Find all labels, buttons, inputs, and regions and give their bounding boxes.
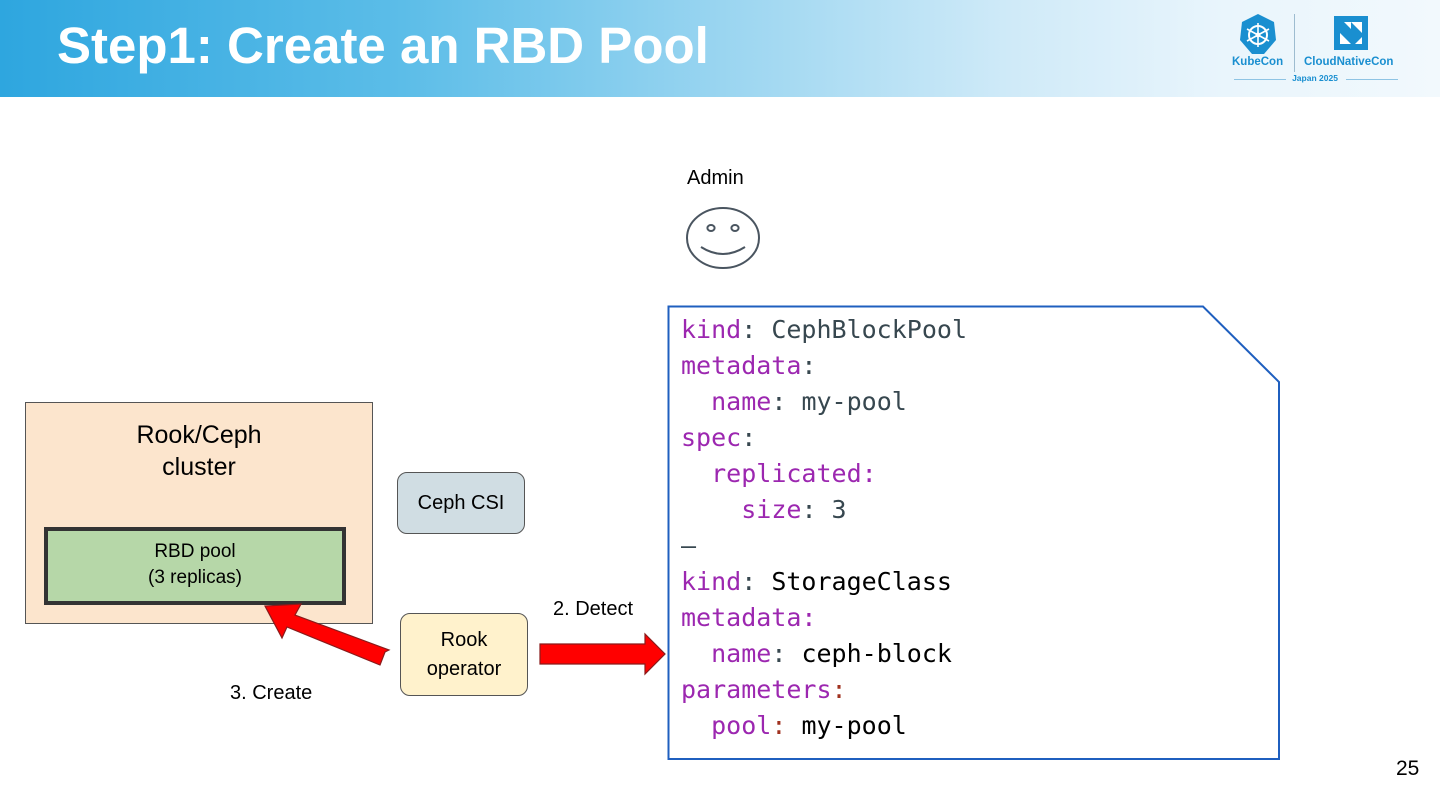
rook-operator-box: Rook operator xyxy=(400,613,528,696)
yaml-key: metadata: xyxy=(681,603,817,632)
event-line-left xyxy=(1234,79,1286,80)
yaml-line: metadata: xyxy=(681,600,1271,636)
yaml-value: CephBlockPool xyxy=(771,315,967,344)
event-line-right xyxy=(1346,79,1398,80)
logo-divider xyxy=(1294,14,1295,72)
yaml-key: kind xyxy=(681,315,742,344)
yaml-line: kind: StorageClass xyxy=(681,564,1271,600)
yaml-separator: : xyxy=(741,423,757,452)
cluster-label: Rook/Ceph cluster xyxy=(136,421,262,481)
detect-step-label: 2. Detect xyxy=(553,598,634,620)
yaml-indent xyxy=(681,639,711,668)
yaml-line: name: ceph-block xyxy=(681,636,1271,672)
yaml-indent xyxy=(681,711,711,740)
cloudnativecon-logo-text: CloudNativeCon xyxy=(1304,56,1394,68)
yaml-key: metadata xyxy=(681,351,802,380)
detect-arrow xyxy=(539,632,666,676)
admin-label: Admin xyxy=(687,167,744,189)
rook-operator-label: Rook operator xyxy=(426,628,502,680)
yaml-line: size: 3 xyxy=(681,492,1271,528)
yaml-key: spec xyxy=(681,423,742,452)
yaml-line: name: my-pool xyxy=(681,384,1271,420)
ceph-csi-box: Ceph CSI xyxy=(397,472,525,534)
yaml-line: replicated: xyxy=(681,456,1271,492)
yaml-separator: : xyxy=(771,711,802,740)
yaml-value: 3 xyxy=(831,495,847,524)
yaml-value: StorageClass xyxy=(771,567,952,596)
yaml-indent xyxy=(681,387,711,416)
yaml-key: parameters xyxy=(681,675,832,704)
admin-smiley-icon xyxy=(686,207,760,269)
slide-title: Step1: Create an RBD Pool xyxy=(57,17,709,74)
yaml-key: replicated: xyxy=(711,459,877,488)
yaml-separator: : xyxy=(771,387,802,416)
page-number: 25 xyxy=(1396,757,1420,780)
yaml-value: — xyxy=(681,531,697,560)
yaml-key: name xyxy=(711,387,772,416)
rbd-pool-box: RBD pool (3 replicas) xyxy=(44,527,346,605)
yaml-key: name xyxy=(711,639,772,668)
yaml-indent xyxy=(681,495,741,524)
rook-ceph-cluster-box: Rook/Ceph cluster RBD pool (3 replicas) xyxy=(25,402,373,624)
yaml-separator: : xyxy=(801,351,817,380)
cloudnativecon-logo-icon xyxy=(1334,16,1368,50)
yaml-value: ceph-block xyxy=(801,639,952,668)
title-banner xyxy=(0,0,1440,97)
yaml-separator: : xyxy=(771,639,802,668)
yaml-value: my-pool xyxy=(801,387,907,416)
yaml-key: kind xyxy=(681,567,742,596)
yaml-separator: : xyxy=(831,675,847,704)
event-label: Japan 2025 xyxy=(1292,73,1338,83)
yaml-key: size xyxy=(741,495,802,524)
yaml-document-frame xyxy=(667,305,1280,760)
yaml-separator: : xyxy=(741,315,772,344)
ceph-csi-label: Ceph CSI xyxy=(417,491,505,514)
yaml-indent xyxy=(681,459,711,488)
yaml-line: pool: my-pool xyxy=(681,708,1271,744)
yaml-separator: : xyxy=(801,495,832,524)
yaml-key: pool xyxy=(711,711,772,740)
kubecon-logo-text: KubeCon xyxy=(1232,56,1284,68)
kubecon-logo-icon xyxy=(1240,14,1276,54)
yaml-line: spec: xyxy=(681,420,1271,456)
yaml-separator: : xyxy=(741,567,772,596)
yaml-value: my-pool xyxy=(801,711,907,740)
rbd-pool-label: RBD pool (3 replicas) xyxy=(148,541,242,588)
yaml-line: metadata: xyxy=(681,348,1271,384)
create-step-label: 3. Create xyxy=(230,682,313,704)
yaml-line: kind: CephBlockPool xyxy=(681,312,1271,348)
yaml-line: parameters: xyxy=(681,672,1271,708)
yaml-line: — xyxy=(681,528,1271,564)
